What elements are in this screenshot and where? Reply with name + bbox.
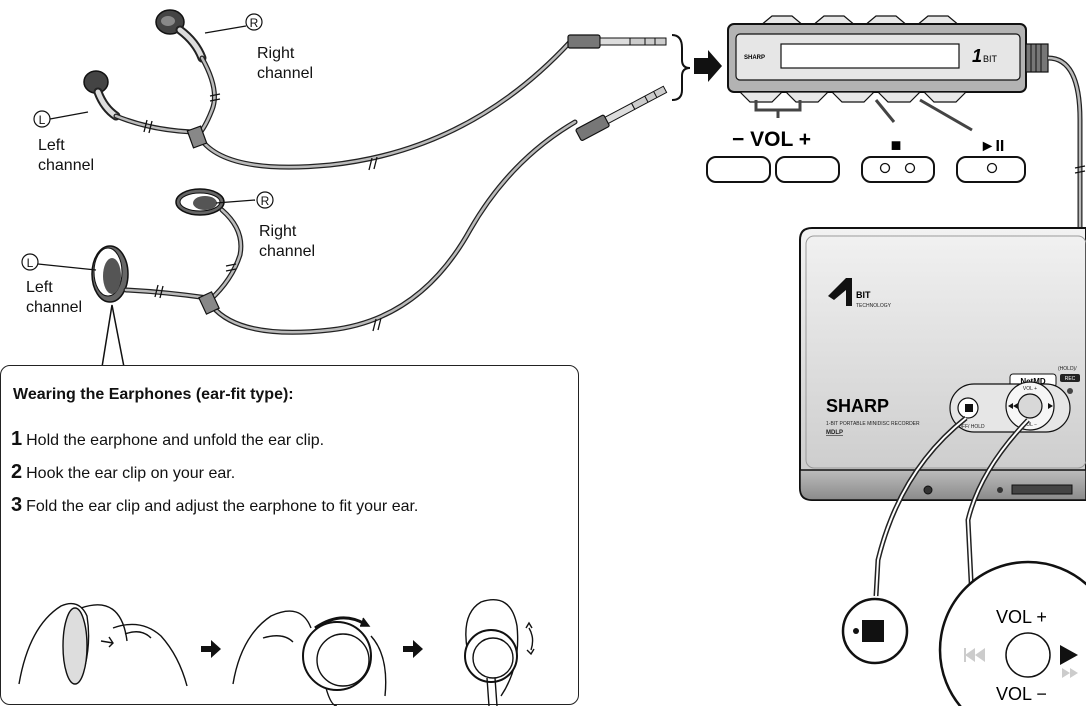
remote-logo-number: 1 [972, 46, 982, 66]
netmd-logo: NetMD [1020, 377, 1046, 386]
arrow-right-icon [201, 640, 221, 658]
fitted-earphone-icon [464, 599, 535, 706]
hooking-ear-clip-icon [232, 610, 387, 706]
recorder-vol-minus: VOL − [1023, 422, 1037, 428]
earphone-plug-icon [575, 85, 668, 141]
wearing-illustrations [18, 599, 535, 706]
off-hold-label: OFF/ HOLD [958, 424, 985, 430]
hold-label: (HOLD)/ [1058, 366, 1077, 372]
hands-unfolding-clip-icon [18, 602, 188, 687]
step-number: 1 [11, 428, 23, 450]
left-channel-label-2: channel [38, 157, 94, 174]
recorder-logo-sub: TECHNOLOGY [856, 303, 892, 309]
brace-icon [671, 34, 691, 101]
earphones-stem-type: R Right channel L Left channel [33, 9, 667, 174]
rec-label: REC [1065, 376, 1076, 382]
right-channel-label-2: channel [257, 65, 313, 82]
right-channel-label-1: Right [257, 45, 295, 62]
step-text: Hold the earphone and unfold the ear cli… [26, 432, 325, 449]
left-channel-marker: L [39, 113, 46, 127]
right-channel-label-2: channel [259, 243, 315, 260]
play-pause-icon: ►II [980, 138, 1005, 155]
remote-control: SHARP 1 BIT − VOL + ■ [706, 15, 1086, 300]
arrow-right-icon [403, 640, 423, 658]
left-earbud-icon [83, 70, 121, 121]
minidisc-recorder: BIT TECHNOLOGY NetMD (HOLD)/ REC SHARP 1… [799, 227, 1086, 601]
step-text: Fold the ear clip and adjust the earphon… [26, 498, 419, 515]
remote-vol-label: − VOL + [732, 128, 811, 151]
right-channel-marker: R [250, 16, 259, 30]
right-earbud-icon [155, 9, 207, 63]
vol-plus-button[interactable] [775, 156, 840, 183]
earphone-plug-icon [567, 34, 667, 49]
jog-center-button[interactable] [1017, 393, 1043, 419]
remote-play-pause-button[interactable] [956, 156, 1026, 183]
left-channel-label-1: Left [26, 279, 53, 296]
left-channel-label-2: channel [26, 299, 82, 316]
recorder-logo-text: BIT [856, 290, 871, 300]
zoom-vol-minus: VOL − [996, 684, 1047, 704]
remote-stop-button[interactable] [861, 156, 935, 183]
stop-icon: ■ [891, 135, 902, 155]
recorder-vol-plus: VOL + [1023, 386, 1037, 392]
right-channel-marker: R [261, 194, 270, 208]
zoom-vol-plus: VOL + [996, 607, 1047, 627]
left-channel-label-1: Left [38, 137, 65, 154]
step-number: 2 [11, 461, 23, 483]
right-channel-label-1: Right [259, 223, 297, 240]
step-text: Hook the ear clip on your ear. [26, 465, 236, 482]
left-ear-clip-icon [91, 245, 129, 303]
wearing-title: Wearing the Earphones (ear-fit type): [13, 386, 294, 403]
vol-minus-button[interactable] [706, 156, 771, 183]
model-line: 1-BIT PORTABLE MINIDISC RECORDER [826, 421, 920, 427]
left-channel-marker: L [27, 256, 34, 270]
recorder-brand: SHARP [826, 396, 889, 416]
zoom-stop-button [841, 597, 909, 665]
mdlp-logo: MDLP [826, 430, 843, 436]
step-number: 3 [11, 494, 23, 516]
arrow-right-icon [694, 50, 722, 82]
remote-brand: SHARP [744, 55, 765, 61]
right-ear-clip-icon [175, 188, 225, 216]
earphones-clip-type: R Right channel L Left channel [21, 85, 668, 335]
zoom-jog-dial: VOL + VOL − [938, 560, 1086, 706]
remote-logo-text: BIT [983, 54, 998, 64]
